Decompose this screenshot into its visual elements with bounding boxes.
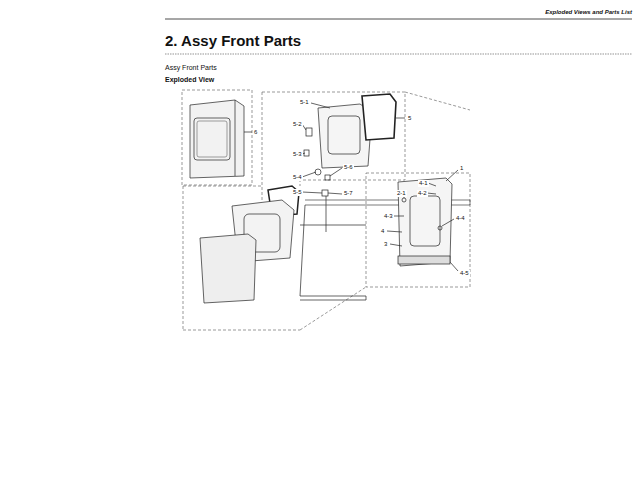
callout-number: 6 xyxy=(253,129,258,136)
callout-number: 5-7 xyxy=(343,190,354,197)
callout-number: 4-1 xyxy=(418,180,429,187)
page-header: Exploded Views and Parts List xyxy=(545,9,632,16)
callout-number: 4-5 xyxy=(459,270,470,277)
callout-number: 4-2 xyxy=(417,190,428,197)
callout-number: 1 xyxy=(459,165,464,172)
callout-number: 5-5 xyxy=(292,189,303,196)
callout-number: 5-6 xyxy=(343,164,354,171)
callout-number: 5-1 xyxy=(299,99,310,106)
subtitle: Assy Front Parts xyxy=(165,64,217,72)
callout-number: 4-4 xyxy=(455,215,466,222)
section-title: 2. Assy Front Parts xyxy=(165,33,301,50)
callout-number: 5-4 xyxy=(292,174,303,181)
callout-number: 5-3 xyxy=(292,151,303,158)
view-heading: Exploded View xyxy=(165,76,214,84)
callout-number: 5-2 xyxy=(292,121,303,128)
callout-number: 4-3 xyxy=(383,213,394,220)
callout-number: 2-1 xyxy=(396,190,407,197)
callout-number: 5 xyxy=(407,115,412,122)
callout-number: 4 xyxy=(380,228,385,235)
callout-number: 3 xyxy=(383,241,388,248)
